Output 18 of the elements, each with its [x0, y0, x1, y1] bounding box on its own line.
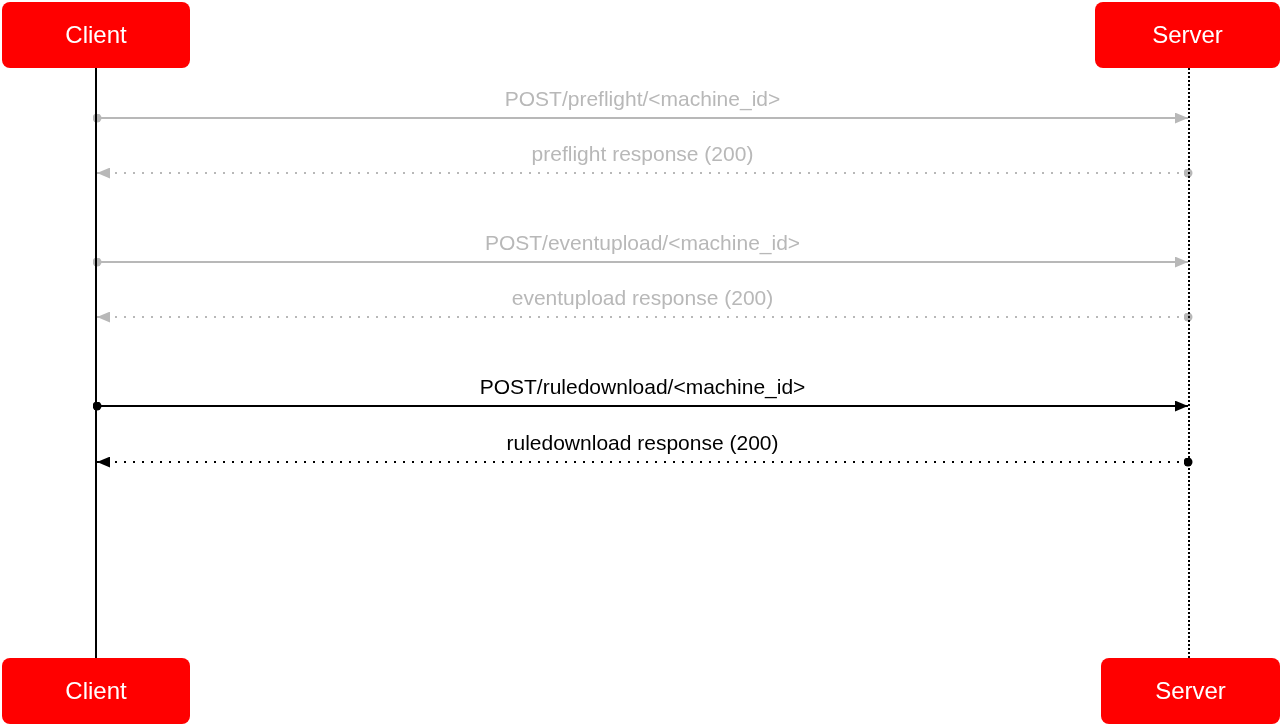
message-label: POST/eventupload/<machine_id>	[484, 231, 801, 255]
participant-box: Client	[2, 658, 190, 724]
message-label: preflight response (200)	[531, 142, 754, 166]
arrow	[92, 256, 1189, 268]
arrow	[92, 112, 1189, 124]
message-label: eventupload response (200)	[511, 286, 774, 310]
participant-box: Server	[1095, 2, 1280, 68]
lifeline	[1188, 68, 1190, 658]
message-label: POST/preflight/<machine_id>	[504, 87, 781, 111]
participant-box: Server	[1101, 658, 1280, 724]
message-label: ruledownload response (200)	[506, 431, 779, 455]
participant-box: Client	[2, 2, 190, 68]
dotted-arrow	[96, 456, 1193, 468]
dotted-arrow	[96, 311, 1193, 323]
arrow	[92, 400, 1189, 412]
lifeline	[95, 68, 97, 658]
dotted-arrow	[96, 167, 1193, 179]
message-label: POST/ruledownload/<machine_id>	[479, 375, 806, 399]
